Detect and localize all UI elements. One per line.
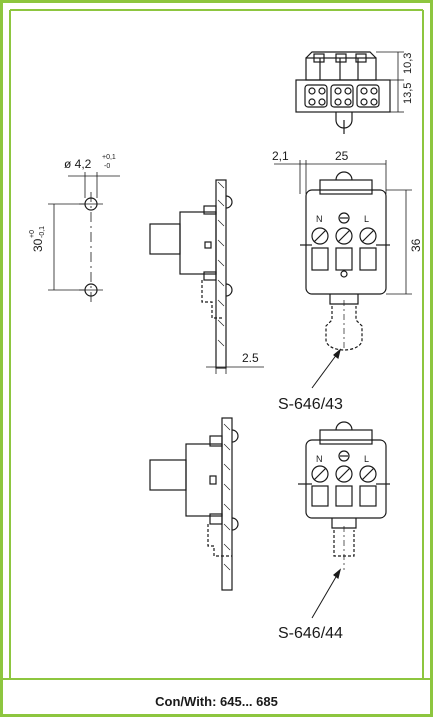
terminal-n-upper: N xyxy=(316,214,323,224)
dim-width: 25 xyxy=(335,149,349,163)
dim-panel-thickness: 2.5 xyxy=(242,351,259,365)
dim-hole-diameter: ø 4,2 xyxy=(64,157,92,171)
dim-hole-tol-lower: -0 xyxy=(104,163,110,170)
terminal-l-upper: L xyxy=(364,214,369,224)
side-view-upper xyxy=(149,179,264,374)
dim-height: 36 xyxy=(409,238,423,252)
footer-compatibility: Con/With: 645... 685 xyxy=(155,694,278,709)
dim-offset-left: 2,1 xyxy=(272,149,289,163)
mounting-holes xyxy=(48,172,120,302)
part-label-upper: S-646/43 xyxy=(278,396,343,413)
front-view-lower xyxy=(298,421,390,619)
dim-hole-spacing: 30 xyxy=(31,238,45,252)
dim-hole-tol-upper: +0,1 xyxy=(102,154,116,161)
dim-spacing-tol-lower: -0,1 xyxy=(39,226,46,238)
terminal-n-lower: N xyxy=(316,454,323,464)
side-view-lower xyxy=(149,417,239,591)
top-view xyxy=(295,51,404,134)
dim-spacing-tol-upper: +0 xyxy=(29,230,36,238)
terminal-l-lower: L xyxy=(364,454,369,464)
front-view-upper xyxy=(274,160,412,389)
dim-top-lower: 13,5 xyxy=(402,83,414,104)
part-label-lower: S-646/44 xyxy=(278,625,343,642)
dim-top-upper: 10,3 xyxy=(402,53,414,74)
